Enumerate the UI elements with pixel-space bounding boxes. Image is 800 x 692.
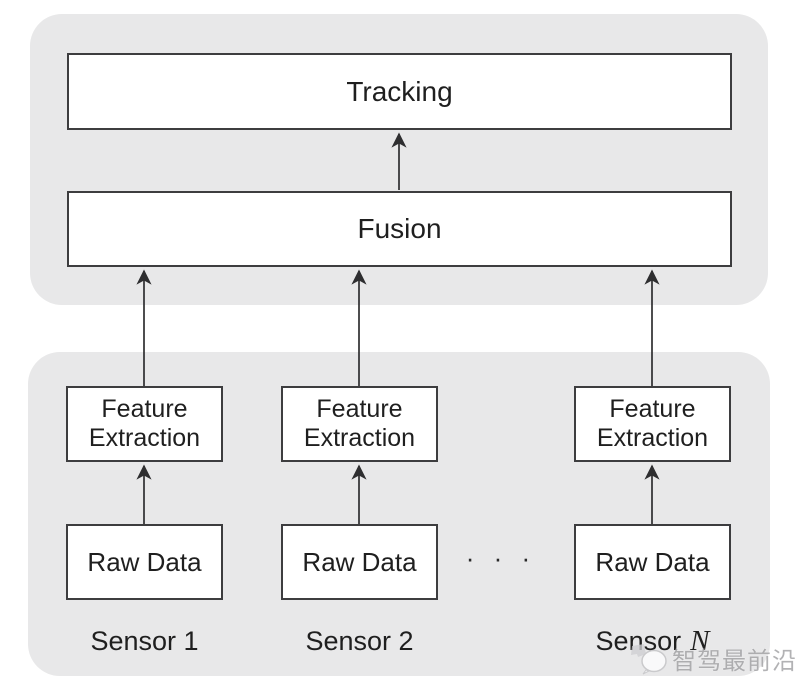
raw-data-label-2: Raw Data (302, 546, 417, 577)
feature-extraction-label-n: Feature Extraction (596, 394, 709, 453)
feature-extraction-node-1: Feature Extraction (66, 386, 223, 462)
raw-data-node-n: Raw Data (574, 524, 731, 600)
tracking-node: Tracking (67, 53, 732, 130)
tracking-label: Tracking (346, 75, 453, 107)
watermark: 智驾最前沿 (628, 641, 797, 676)
sensor-2-label: Sensor 2 (281, 625, 438, 658)
raw-data-label-1: Raw Data (87, 546, 202, 577)
raw-data-node-1: Raw Data (66, 524, 223, 600)
wechat-logo-icon (631, 643, 667, 674)
watermark-text: 智驾最前沿 (672, 648, 797, 675)
feature-extraction-label-1: Feature Extraction (88, 394, 201, 453)
sensor-n-math-var: N (690, 625, 710, 657)
fusion-node: Fusion (67, 191, 732, 267)
fusion-label: Fusion (357, 213, 442, 244)
sensor-1-label-text: Sensor 1 (90, 626, 199, 656)
sensor-2-label-text: Sensor 2 (305, 626, 414, 656)
feature-extraction-node-2: Feature Extraction (281, 386, 438, 462)
raw-data-node-2: Raw Data (281, 524, 438, 600)
ellipsis-dots: · · · (465, 543, 537, 573)
raw-data-label-n: Raw Data (595, 546, 710, 577)
feature-extraction-label-2: Feature Extraction (303, 394, 416, 453)
sensor-1-label: Sensor 1 (66, 625, 223, 658)
feature-extraction-node-n: Feature Extraction (574, 386, 731, 462)
